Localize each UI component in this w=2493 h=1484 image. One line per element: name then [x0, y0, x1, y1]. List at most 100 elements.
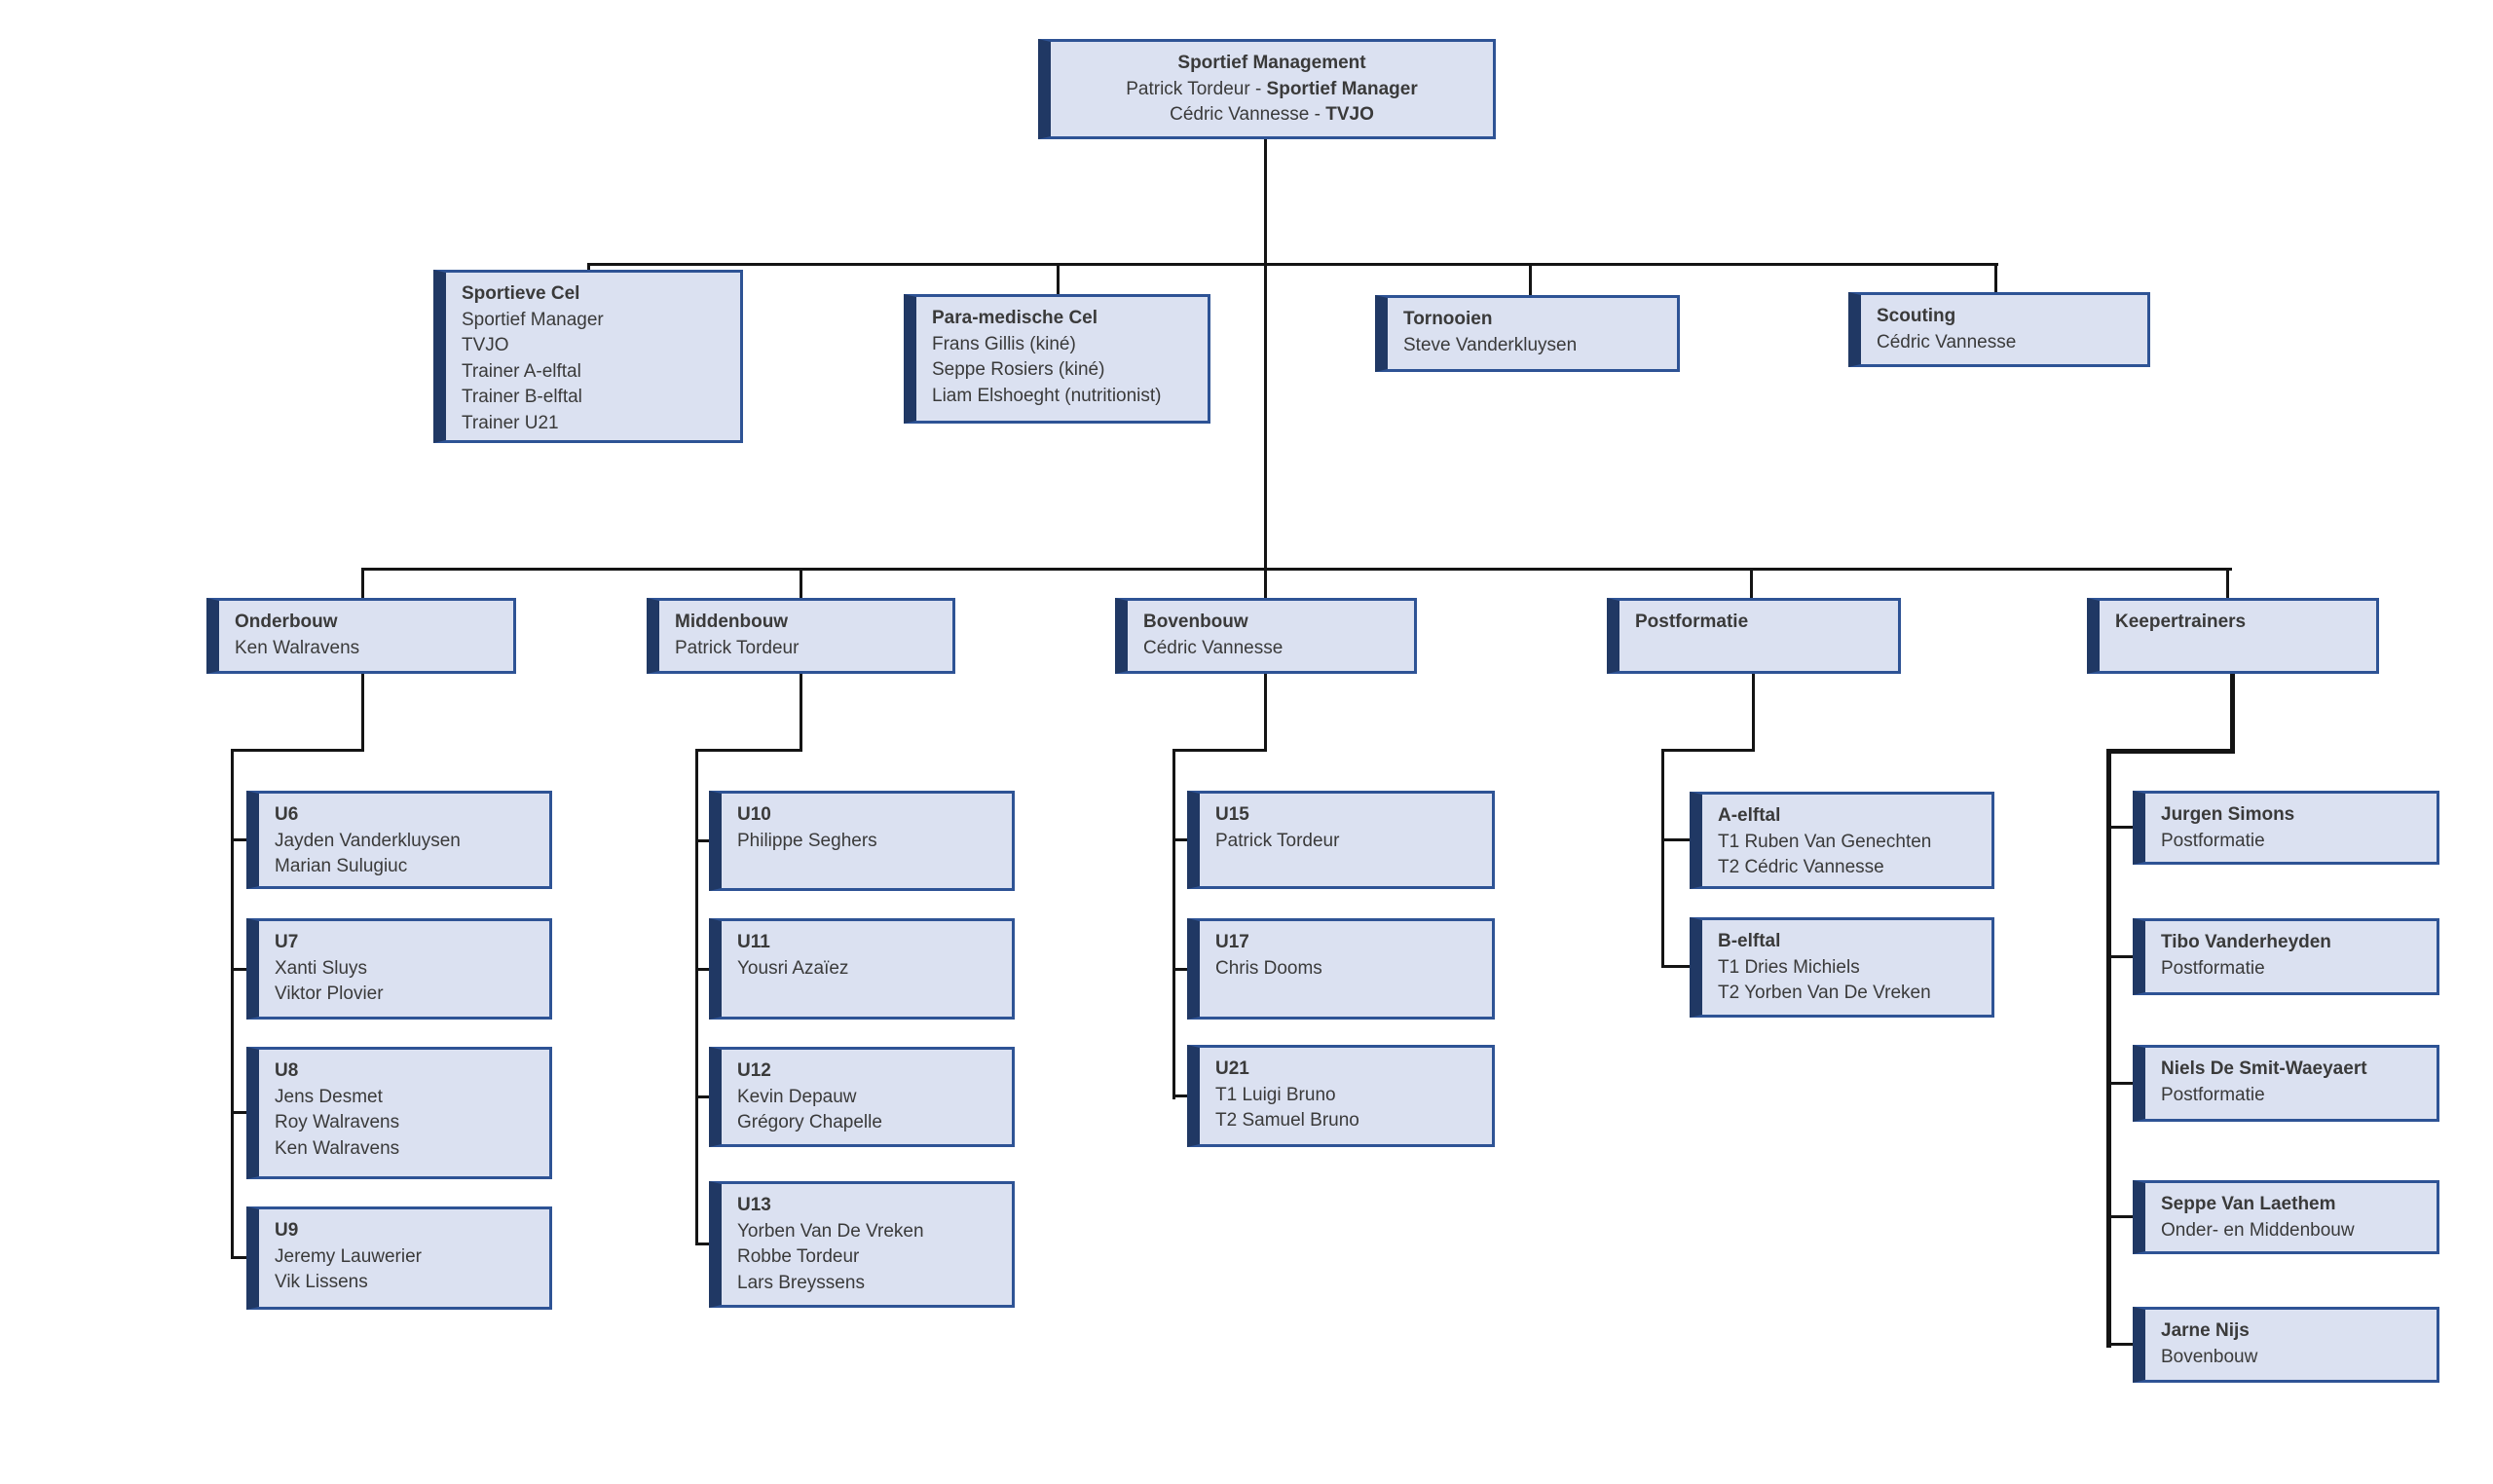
connector-stub-sportieve-cel	[587, 263, 590, 273]
connector-stub-b-elftal	[1661, 965, 1690, 968]
connector-stub-u17	[1172, 968, 1187, 971]
org-box-sportieve-cel: Sportieve Cel Sportief Manager TVJO Trai…	[433, 270, 743, 443]
org-box-jurgen-simons: Jurgen Simons Postformatie	[2133, 791, 2439, 865]
connector-keepertrainers-elbow	[2106, 749, 2235, 754]
org-line: T1 Ruben Van Genechten	[1718, 831, 1932, 852]
org-line: Chris Dooms	[1215, 957, 1322, 979]
member-role: Sportief Manager	[1266, 78, 1418, 99]
org-line: Vik Lissens	[275, 1272, 368, 1292]
org-box-keepertrainers: Keepertrainers	[2087, 598, 2379, 674]
connector-keepertrainers-down	[2230, 671, 2235, 752]
connector-stub-scouting	[1994, 263, 1997, 295]
connector-stub-onderbouw	[361, 568, 364, 601]
org-box-tibo-vanderheyden: Tibo Vanderheyden Postformatie	[2133, 918, 2439, 995]
org-box-title: Sportieve Cel	[462, 283, 580, 304]
connector-level2-rail	[587, 263, 1998, 266]
org-line: Jeremy Lauwerier	[275, 1245, 422, 1267]
org-box-title: U12	[737, 1060, 771, 1081]
org-box-sportief-management: Sportief Management Patrick Tordeur - Sp…	[1038, 39, 1496, 139]
org-box-bovenbouw: Bovenbouw Cédric Vannesse	[1115, 598, 1417, 674]
org-box-title: U8	[275, 1060, 299, 1081]
connector-postformatie-rail	[1661, 749, 1664, 967]
org-box-title: A-elftal	[1718, 805, 1781, 826]
org-box-title: U15	[1215, 804, 1249, 825]
org-box-seppe-van-laethem: Seppe Van Laethem Onder- en Middenbouw	[2133, 1180, 2439, 1254]
org-line: Sportief Manager	[462, 309, 604, 330]
connector-stub-para-medische-cel	[1057, 263, 1060, 297]
org-box-para-medische-cel: Para-medische Cel Frans Gillis (kiné) Se…	[904, 294, 1210, 424]
connector-stub-jurgen-simons	[2106, 826, 2133, 829]
org-box-u12: U12 Kevin Depauw Grégory Chapelle	[709, 1047, 1015, 1147]
org-line: TVJO	[462, 335, 509, 355]
connector-bovenbouw-rail	[1172, 749, 1175, 1099]
org-box-u21: U21 T1 Luigi Bruno T2 Samuel Bruno	[1187, 1045, 1495, 1147]
org-box-title: U21	[1215, 1058, 1249, 1079]
org-box-title: Niels De Smit-Waeyaert	[2161, 1058, 2367, 1079]
org-box-b-elftal: B-elftal T1 Dries Michiels T2 Yorben Van…	[1690, 917, 1994, 1018]
connector-stub-middenbouw	[800, 568, 802, 601]
org-box-title: Para-medische Cel	[932, 308, 1098, 328]
connector-stub-u8	[231, 1111, 246, 1114]
connector-stub-niels-de-smit-waeyaert	[2106, 1082, 2133, 1085]
connector-middenbouw-rail	[695, 749, 698, 1245]
connector-bovenbouw-down	[1264, 671, 1267, 752]
org-line: Jens Desmet	[275, 1086, 383, 1107]
org-box-onderbouw: Onderbouw Ken Walravens	[206, 598, 516, 674]
org-line: Viktor Plovier	[275, 983, 384, 1004]
org-box-title: U6	[275, 804, 299, 825]
org-line: Cédric Vannesse	[1877, 331, 2017, 352]
org-box-middenbouw: Middenbouw Patrick Tordeur	[647, 598, 955, 674]
org-line: Ken Walravens	[235, 637, 360, 658]
org-box-title: Scouting	[1877, 306, 1956, 326]
org-line: T2 Samuel Bruno	[1215, 1110, 1359, 1131]
org-line: Bovenbouw	[2161, 1346, 2258, 1367]
org-box-title: Tibo Vanderheyden	[2161, 932, 2331, 952]
org-line: Trainer U21	[462, 412, 559, 433]
connector-stub-tibo-vanderheyden	[2106, 955, 2133, 958]
connector-stub-seppe-van-laethem	[2106, 1215, 2133, 1218]
org-box-u10: U10 Philippe Seghers	[709, 791, 1015, 891]
connector-middenbouw-elbow	[695, 749, 802, 752]
org-line: Cédric Vannesse	[1143, 637, 1284, 658]
org-line: Liam Elshoeght (nutritionist)	[932, 385, 1162, 406]
org-line: Kevin Depauw	[737, 1086, 857, 1107]
org-line: Grégory Chapelle	[737, 1112, 882, 1132]
org-box-u6: U6 Jayden Vanderkluysen Marian Sulugiuc	[246, 791, 552, 889]
org-box-title: Keepertrainers	[2115, 612, 2247, 632]
org-box-u8: U8 Jens Desmet Roy Walravens Ken Walrave…	[246, 1047, 552, 1179]
member-name: Patrick Tordeur -	[1126, 78, 1267, 99]
org-box-title: Middenbouw	[675, 612, 789, 632]
org-line: Steve Vanderkluysen	[1403, 334, 1578, 355]
org-box-niels-de-smit-waeyaert: Niels De Smit-Waeyaert Postformatie	[2133, 1045, 2439, 1122]
org-box-scouting: Scouting Cédric Vannesse	[1848, 292, 2150, 367]
org-box-title: U10	[737, 804, 771, 825]
org-line: Seppe Rosiers (kiné)	[932, 359, 1105, 380]
org-line: Marian Sulugiuc	[275, 856, 408, 876]
connector-onderbouw-down	[361, 671, 364, 752]
org-box-title: U9	[275, 1220, 299, 1241]
org-box-title: Tornooien	[1403, 309, 1493, 329]
org-line: T1 Dries Michiels	[1718, 956, 1860, 978]
member-name: Cédric Vannesse -	[1170, 104, 1326, 125]
org-member-line: Cédric Vannesse - TVJO	[1059, 102, 1485, 129]
org-box-title: Jarne Nijs	[2161, 1320, 2250, 1341]
org-box-u9: U9 Jeremy Lauwerier Vik Lissens	[246, 1206, 552, 1310]
org-line: T1 Luigi Bruno	[1215, 1084, 1336, 1105]
connector-trunk	[1264, 138, 1267, 600]
org-line: Xanti Sluys	[275, 957, 368, 979]
org-line: Postformatie	[2161, 1084, 2265, 1105]
org-line: Patrick Tordeur	[675, 637, 800, 658]
connector-stub-tornooien	[1529, 263, 1532, 298]
org-box-title: Sportief Management	[1177, 53, 1366, 73]
org-box-postformatie: Postformatie	[1607, 598, 1901, 674]
org-box-title: Jurgen Simons	[2161, 804, 2295, 825]
org-box-title: B-elftal	[1718, 931, 1781, 951]
org-line: Patrick Tordeur	[1215, 830, 1340, 851]
org-member-line: Patrick Tordeur - Sportief Manager	[1059, 77, 1485, 103]
connector-stub-u6	[231, 838, 246, 841]
member-role: TVJO	[1325, 104, 1374, 125]
org-line: Trainer B-elftal	[462, 387, 582, 407]
connector-stub-u10	[695, 839, 711, 842]
org-line: Roy Walravens	[275, 1112, 400, 1132]
